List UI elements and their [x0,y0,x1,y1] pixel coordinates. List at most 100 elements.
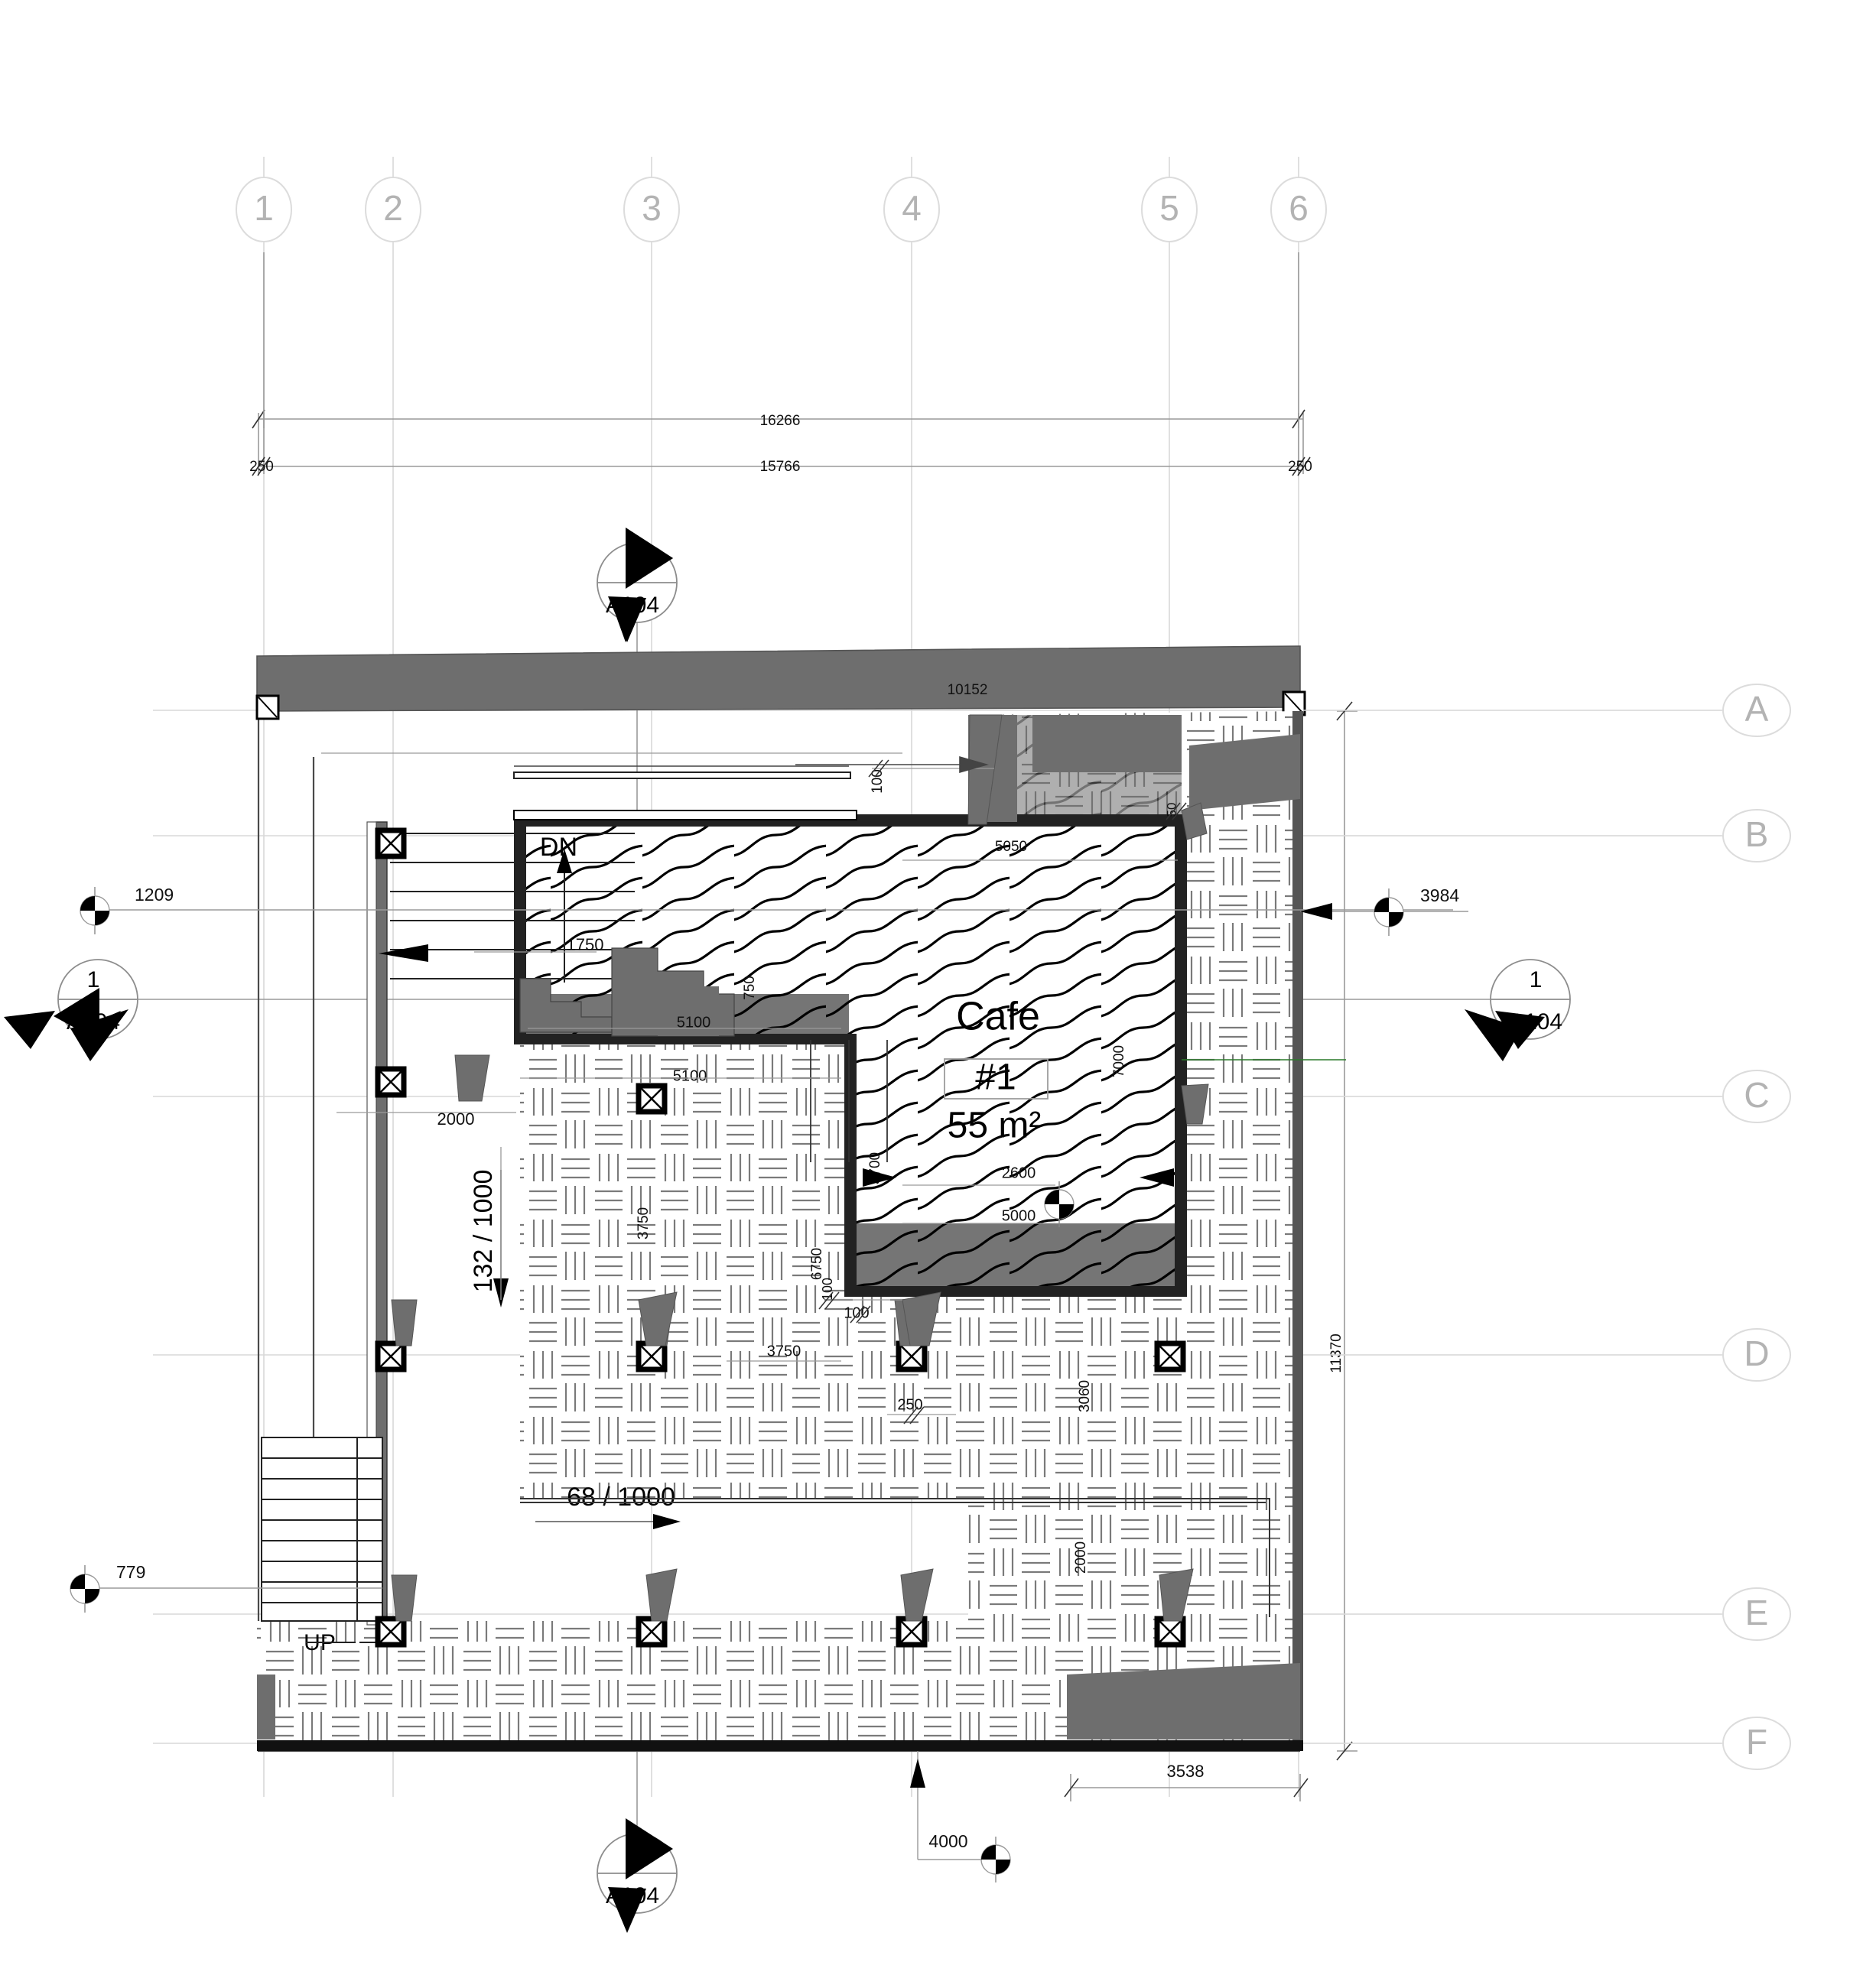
dim-wall-left: 250 [249,459,274,475]
grid-bubble-5[interactable]: 5 [1141,177,1198,242]
interior-dimension-lines [321,752,1178,1499]
right-overall-dimension: 11370 [1328,701,1357,1761]
cafe-room-label-group: Cafe #1 55 m² [944,995,1049,1146]
grid-bubble-E[interactable]: E [1722,1587,1791,1641]
column-marker [375,1616,407,1648]
dim-wall-right: 250 [1288,459,1312,475]
room-number: #1 [975,1057,1016,1098]
grid-bubble-2[interactable]: 2 [365,177,421,242]
grid-bubble-C[interactable]: C [1722,1070,1791,1123]
section-marker-sheet: A104 [67,1009,120,1035]
section-marker-number: 1 [87,967,100,992]
grid-bubble-label: D [1744,1333,1769,1373]
column-marker [375,827,407,859]
section-marker-sheet: A104 [606,593,659,618]
dim-interior: 5100 [677,1014,711,1031]
slope-label-vertical: 132 / 1000 [469,1170,498,1293]
grid-bubble-4[interactable]: 4 [883,177,940,242]
dim-interior: 50 [1164,803,1179,817]
column-struts [391,714,1209,1622]
column-marker [636,1616,668,1648]
dim-interior: 750 [742,976,758,1000]
dim-interior: 2600 [1002,1165,1036,1181]
grid-bubble-A[interactable]: A [1722,684,1791,737]
dim-right-overall: 11370 [1328,1333,1344,1372]
dim-interior: 3750 [767,1343,801,1359]
dim-interior: 6750 [809,1248,825,1280]
spot-level-3984: 3984 [1300,885,1468,936]
grid-bubble-1[interactable]: 1 [236,177,292,242]
openings [513,755,1346,1061]
room-area: 55 m² [948,1106,1042,1146]
grid-bubbles-top: 1 2 3 4 5 6 [236,177,1327,242]
dim-interior: 2000 [1073,1541,1089,1574]
section-marker-number: 2 [626,1841,639,1866]
lower-terrace [520,1498,1270,1617]
dim-interior: 5000 [1002,1207,1036,1224]
spot-level-779: 779 [70,1562,382,1613]
grid-bubble-label: 3 [642,188,662,228]
grid-bubble-label: F [1746,1722,1767,1762]
direction-arrow [1140,1168,1174,1187]
column-marker [636,1340,668,1372]
dim-interior: 1750 [567,935,604,954]
grid-bubble-6[interactable]: 6 [1270,177,1327,242]
grid-bubble-label: 6 [1289,188,1309,228]
grid-bubble-3[interactable]: 3 [623,177,680,242]
section-marker-top[interactable]: 2 A104 [597,528,678,841]
slope-annotation-horizontal: 68 / 1000 [535,1483,681,1529]
section-marker-bottom[interactable]: 2 A104 [597,1751,678,1933]
room-name: Cafe [956,995,1040,1039]
grid-bubble-F[interactable]: F [1722,1717,1791,1770]
grid-bubble-B[interactable]: B [1722,809,1791,862]
dim-interior: 100 [844,1304,869,1321]
stair-dn: DN [379,810,857,983]
dim-interior: 5100 [673,1067,707,1084]
grid-bubble-D[interactable]: D [1722,1328,1791,1382]
section-marker-sheet: A104 [606,1883,659,1908]
grid-bubble-label: C [1744,1075,1769,1115]
column-marker [375,1340,407,1372]
spot-level-value: 779 [116,1562,145,1582]
grid-bubble-label: 2 [383,188,403,228]
section-marker-sheet: A104 [1509,1009,1562,1035]
section-marker-right[interactable]: 1 A104 [1465,959,1571,1061]
dim-interior: 100 [870,769,886,794]
dim-roof-span: 10152 [948,682,988,698]
direction-arrow [863,1168,896,1187]
dim-interior: 250 [897,1396,922,1413]
dim-interior: 7000 [1111,1045,1127,1077]
stair-dn-label: DN [540,833,577,862]
dim-interior: 3060 [1077,1380,1093,1412]
bottom-dimension: 3538 [1064,1762,1309,1801]
grid-bubble-label: 1 [254,188,274,228]
terrace-steps [519,947,888,1162]
dimension-ticks [818,759,1187,1424]
dim-inner-top: 15766 [760,459,801,475]
grid-bubble-label: E [1745,1593,1769,1632]
slope-annotation-vertical: 132 / 1000 [469,1170,509,1307]
column-marker [1154,1616,1186,1648]
slope-label-horizontal: 68 / 1000 [567,1483,675,1512]
spot-level-value: 4000 [928,1831,967,1851]
dim-interior: 3750 [636,1207,652,1239]
dim-bottom-partial: 3538 [1167,1762,1205,1781]
spot-level-value: 3984 [1420,885,1459,905]
column-marker [636,1083,668,1115]
spot-level-value: 1209 [135,885,174,905]
columns [375,827,1186,1648]
column-marker [896,1340,928,1372]
column-marker [1154,1340,1186,1372]
grid-bubble-label: 5 [1159,188,1179,228]
extension-lines [1303,710,1721,1744]
section-marker-number: 2 [626,551,639,576]
section-marker-number: 1 [1530,967,1543,992]
grid-bubbles-right: A B C D E F [1722,684,1791,1770]
spot-level-cafe [1044,1181,1075,1227]
column-marker [375,1066,407,1098]
grid-bubble-label: A [1745,689,1769,729]
paving-area-central [520,1040,1182,1499]
dim-overall-top: 16266 [760,413,801,429]
